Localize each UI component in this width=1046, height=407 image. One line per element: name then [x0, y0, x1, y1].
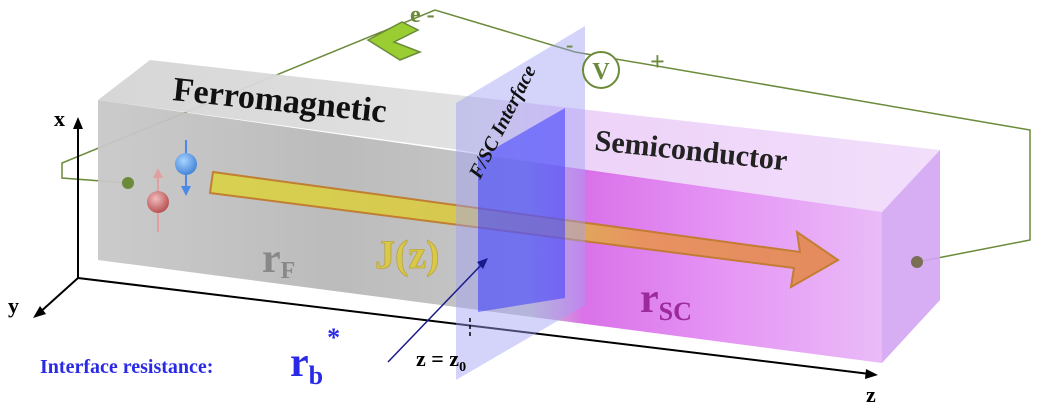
interface-resistance-sub: b	[309, 361, 323, 390]
voltmeter-minus-sign: -	[566, 32, 573, 57]
z-axis	[77, 277, 871, 375]
left-terminal	[122, 177, 134, 189]
z-axis-arrowhead	[865, 369, 878, 379]
block-end-face	[882, 150, 940, 363]
interface-resistance-arrowhead	[477, 258, 488, 269]
spin-down-electron	[175, 140, 197, 196]
interface-resistance-prefix: Interface resistance:	[40, 356, 213, 378]
interface-resistance-main: r	[290, 340, 309, 386]
voltmeter-plus-sign: +	[650, 47, 665, 76]
sc-resistivity-sub: SC	[659, 297, 692, 326]
interface-resistance-symbol: rb*	[290, 323, 340, 390]
y-axis-arrowhead	[33, 306, 46, 318]
electron-arrow	[366, 21, 423, 61]
interface-cross-section	[478, 108, 565, 312]
sc-resistivity: rSC	[640, 276, 692, 326]
interface-resistance-sup: *	[327, 323, 340, 352]
ferro-resistivity-sub: F	[281, 258, 296, 284]
z-axis-label: z	[866, 382, 876, 407]
x-axis-arrowhead	[73, 117, 83, 129]
ferro-resistivity-main: r	[262, 236, 281, 282]
sc-resistivity-main: r	[640, 276, 659, 322]
x-axis-label: x	[54, 106, 65, 131]
voltmeter: V	[582, 51, 620, 89]
electron-label: e -	[410, 2, 435, 28]
y-axis	[37, 277, 79, 315]
voltmeter-circle	[582, 51, 620, 89]
interface-position-sub: 0	[459, 360, 466, 375]
interface-position-lhs: z = z	[416, 346, 459, 371]
circuit-wire	[61, 9, 1031, 263]
voltmeter-symbol: V	[592, 59, 610, 85]
axes	[33, 117, 878, 379]
spin-up-electron	[147, 168, 169, 232]
current-label: J(z)	[375, 232, 439, 277]
right-terminal	[911, 256, 923, 268]
interface-resistance-label: Interface resistance:	[40, 356, 213, 378]
interface-resistance-pointer	[387, 261, 485, 363]
interface-position-label: z = z0	[416, 346, 466, 375]
y-axis-label: y	[8, 293, 19, 318]
ferro-resistivity: rF	[262, 236, 295, 284]
